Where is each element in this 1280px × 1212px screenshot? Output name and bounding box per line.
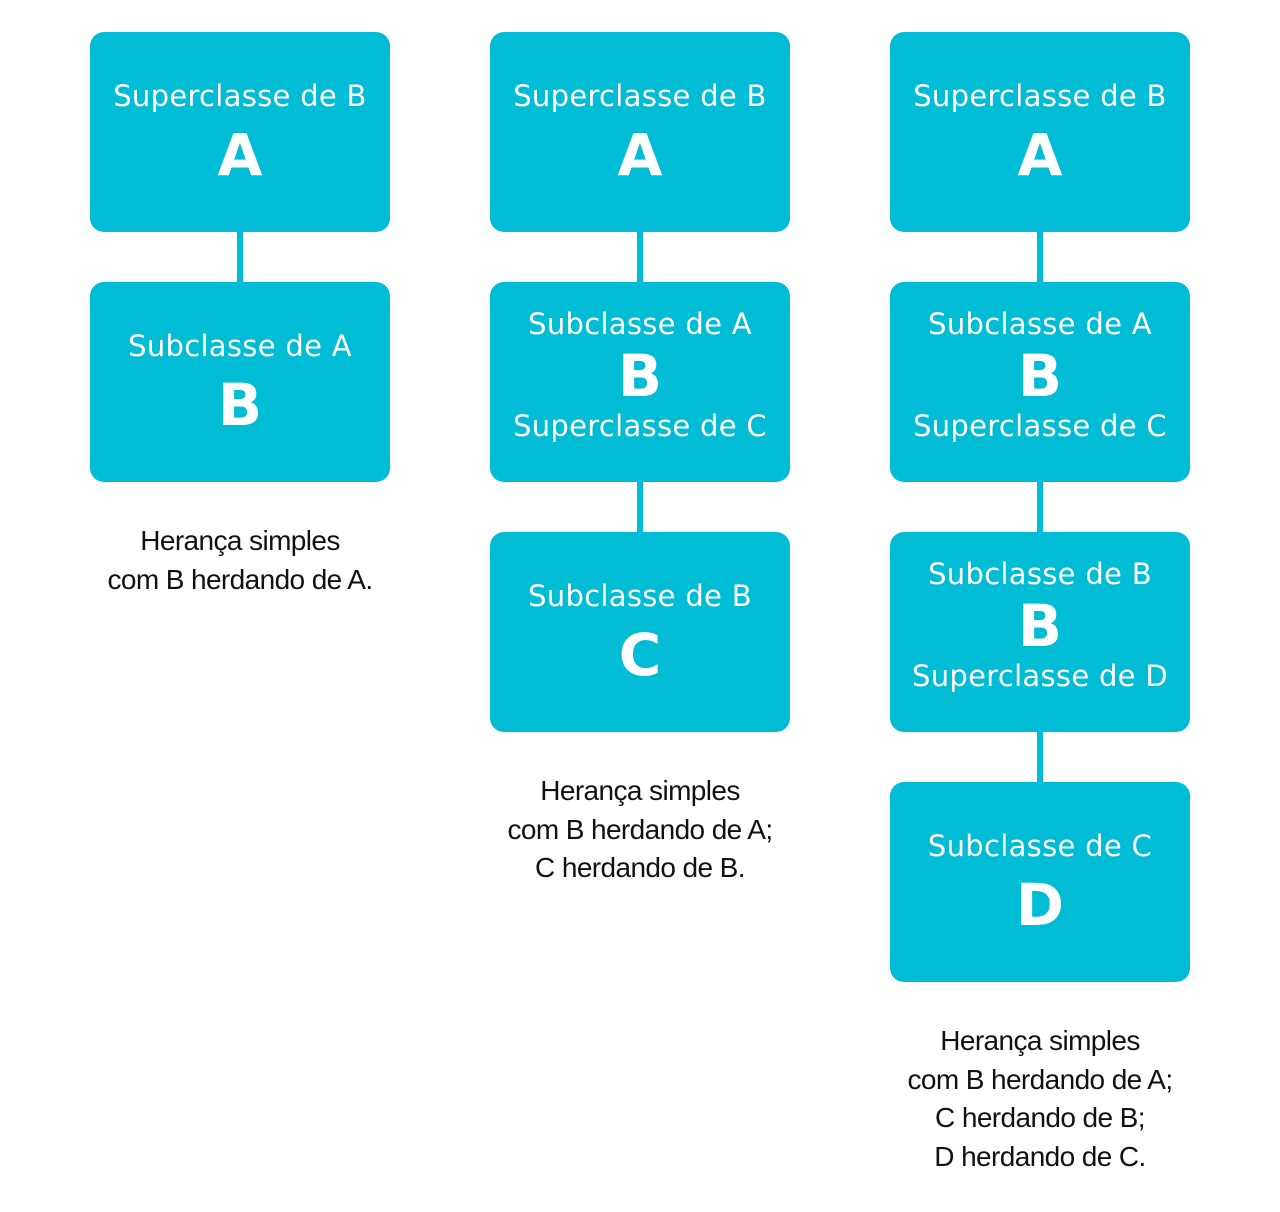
- inheritance-connector: [1037, 732, 1043, 782]
- box-letter: A: [217, 121, 263, 189]
- caption-line: C herdando de B;: [935, 1102, 1145, 1133]
- inheritance-connector: [1037, 482, 1043, 532]
- class-box-a: Superclasse de B A: [90, 32, 390, 232]
- class-box-b: Subclasse de A B: [90, 282, 390, 482]
- diagram-column-1: Superclasse de B A Subclasse de A B Hera…: [90, 32, 390, 599]
- box-letter: B: [217, 371, 263, 439]
- caption-line: Herança simples: [140, 525, 340, 556]
- box-bottom-label: Superclasse de C: [913, 409, 1167, 443]
- box-letter: D: [1015, 871, 1065, 939]
- box-letter: B: [617, 342, 663, 410]
- class-box-c: Subclasse de B B Superclasse de D: [890, 532, 1190, 732]
- inheritance-connector: [237, 232, 243, 282]
- box-top-label: Subclasse de B: [528, 579, 752, 613]
- box-top-label: Subclasse de A: [528, 307, 752, 341]
- diagram-column-3: Superclasse de B A Subclasse de A B Supe…: [890, 32, 1190, 1176]
- caption-line: com B herdando de A.: [107, 563, 373, 595]
- box-bottom-label: Superclasse de C: [513, 409, 767, 443]
- box-letter: B: [1017, 342, 1063, 410]
- diagram-caption: Herança simples com B herdando de A; C h…: [490, 772, 790, 888]
- class-box-b: Subclasse de A B Superclasse de C: [490, 282, 790, 482]
- inheritance-connector: [1037, 232, 1043, 282]
- box-top-label: Superclasse de B: [513, 79, 767, 113]
- caption-line: Herança simples: [940, 1025, 1140, 1056]
- caption-line: com B herdando de A;: [507, 813, 773, 845]
- inheritance-connector: [637, 482, 643, 532]
- caption-line: D herdando de C.: [934, 1140, 1146, 1172]
- box-letter: A: [617, 121, 663, 189]
- box-letter: B: [1017, 592, 1063, 660]
- inheritance-connector: [637, 232, 643, 282]
- caption-line: com B herdando de A;: [907, 1063, 1173, 1095]
- class-box-b: Subclasse de A B Superclasse de C: [890, 282, 1190, 482]
- box-top-label: Subclasse de B: [928, 557, 1152, 591]
- box-letter: C: [618, 621, 662, 689]
- box-top-label: Subclasse de A: [128, 329, 352, 363]
- class-box-c: Subclasse de B C: [490, 532, 790, 732]
- class-box-d: Subclasse de C D: [890, 782, 1190, 982]
- box-top-label: Subclasse de C: [927, 829, 1153, 863]
- caption-line: C herdando de B.: [535, 852, 745, 883]
- class-box-a: Superclasse de B A: [490, 32, 790, 232]
- box-letter: A: [1017, 121, 1063, 189]
- class-box-a: Superclasse de B A: [890, 32, 1190, 232]
- box-bottom-label: Superclasse de D: [912, 659, 1168, 693]
- diagram-caption: Herança simples com B herdando de A; C h…: [890, 1022, 1190, 1176]
- box-top-label: Superclasse de B: [913, 79, 1167, 113]
- diagram-column-2: Superclasse de B A Subclasse de A B Supe…: [490, 32, 790, 888]
- box-top-label: Subclasse de A: [928, 307, 1152, 341]
- diagram-caption: Herança simples com B herdando de A.: [90, 522, 390, 599]
- caption-line: Herança simples: [540, 775, 740, 806]
- box-top-label: Superclasse de B: [113, 79, 367, 113]
